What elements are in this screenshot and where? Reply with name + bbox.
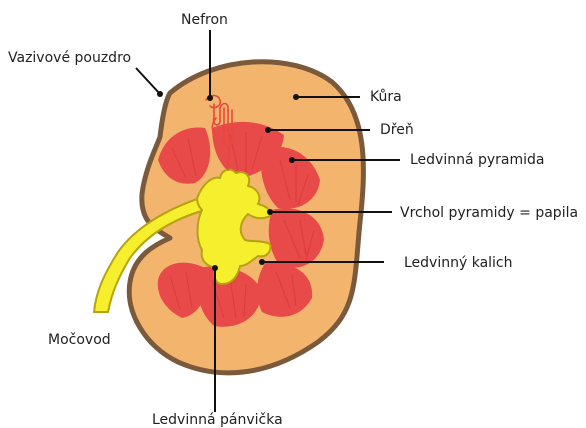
label-nephron: Nefron xyxy=(181,12,228,28)
label-ureter: Močovod xyxy=(48,332,111,348)
papilla-pointer xyxy=(267,209,273,215)
label-pyramid: Ledvinná pyramida xyxy=(410,152,545,168)
cortex-pointer xyxy=(293,94,299,100)
pelvis-pointer xyxy=(212,265,218,271)
nephron-pointer xyxy=(207,95,213,101)
capsule-pointer xyxy=(157,91,163,97)
label-cortex: Kůra xyxy=(370,89,402,105)
label-pelvis: Ledvinná pánvička xyxy=(152,412,283,428)
pyramid-pointer xyxy=(289,157,295,163)
calyx-pointer xyxy=(259,259,265,265)
label-medulla: Dřeň xyxy=(380,122,414,138)
label-papilla: Vrchol pyramidy = papila xyxy=(400,205,578,221)
label-calyx: Ledvinný kalich xyxy=(404,255,513,271)
medulla-pointer xyxy=(265,127,271,133)
label-capsule: Vazivové pouzdro xyxy=(8,50,131,66)
